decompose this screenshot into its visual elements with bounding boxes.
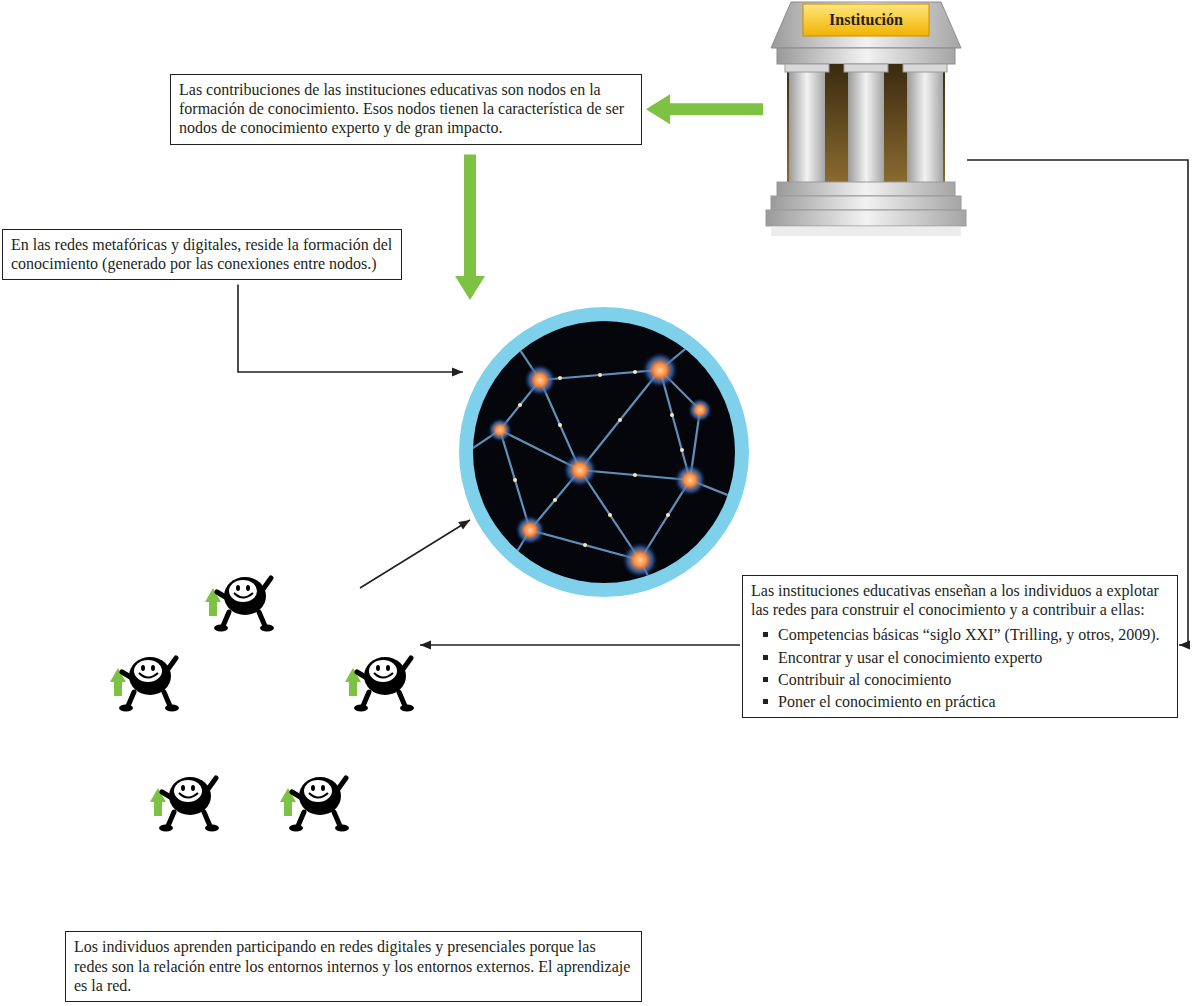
leader-arrow: [360, 520, 470, 588]
box-text: En las redes metafóricas y digitales, re…: [11, 235, 393, 273]
institution-building: Institución: [765, 0, 967, 240]
building-outline: [765, 0, 967, 240]
text-box: En las redes metafóricas y digitales, re…: [2, 229, 402, 280]
box-text: Las contribuciones de las instituciones …: [179, 80, 633, 138]
leader-arrow: [238, 284, 463, 376]
bullet-text: Competencias básicas “siglo XXI” (Trilli…: [778, 625, 1160, 644]
individual-figure: [205, 577, 274, 632]
bullet-text: Poner el conocimiento en práctica: [778, 692, 996, 711]
leader-arrow: [420, 641, 740, 650]
bullet-marker: [763, 655, 768, 660]
bullet-item: Competencias básicas “siglo XXI” (Trilli…: [751, 625, 1169, 644]
bullet-marker: [763, 699, 768, 704]
bullet-item: Poner el conocimiento en práctica: [751, 692, 1169, 711]
green-arrow: [646, 94, 763, 124]
text-box: Las contribuciones de las instituciones …: [170, 74, 642, 145]
individual-figure: [150, 777, 219, 832]
bullet-item: Contribuir al conocimiento: [751, 670, 1169, 689]
individual-figure: [280, 777, 349, 832]
individual-figure: [110, 657, 179, 712]
individuals-figures: [110, 577, 414, 832]
box-text: Las instituciones educativas enseñan a l…: [751, 581, 1169, 619]
bullet-item: Encontrar y usar el conocimiento experto: [751, 648, 1169, 667]
neural-network-image: [459, 307, 749, 600]
text-box: Los individuos aprenden participando en …: [65, 931, 642, 1002]
green-down-arrow: [455, 155, 485, 300]
bullet-marker: [763, 632, 768, 637]
box-text: Los individuos aprenden participando en …: [74, 937, 633, 995]
text-box: Las instituciones educativas enseñan a l…: [742, 575, 1178, 718]
individual-figure: [345, 657, 414, 712]
bullet-marker: [763, 677, 768, 682]
building-label: Institución: [805, 6, 927, 34]
bullet-text: Contribuir al conocimiento: [778, 670, 951, 689]
bullet-text: Encontrar y usar el conocimiento experto: [778, 648, 1042, 667]
